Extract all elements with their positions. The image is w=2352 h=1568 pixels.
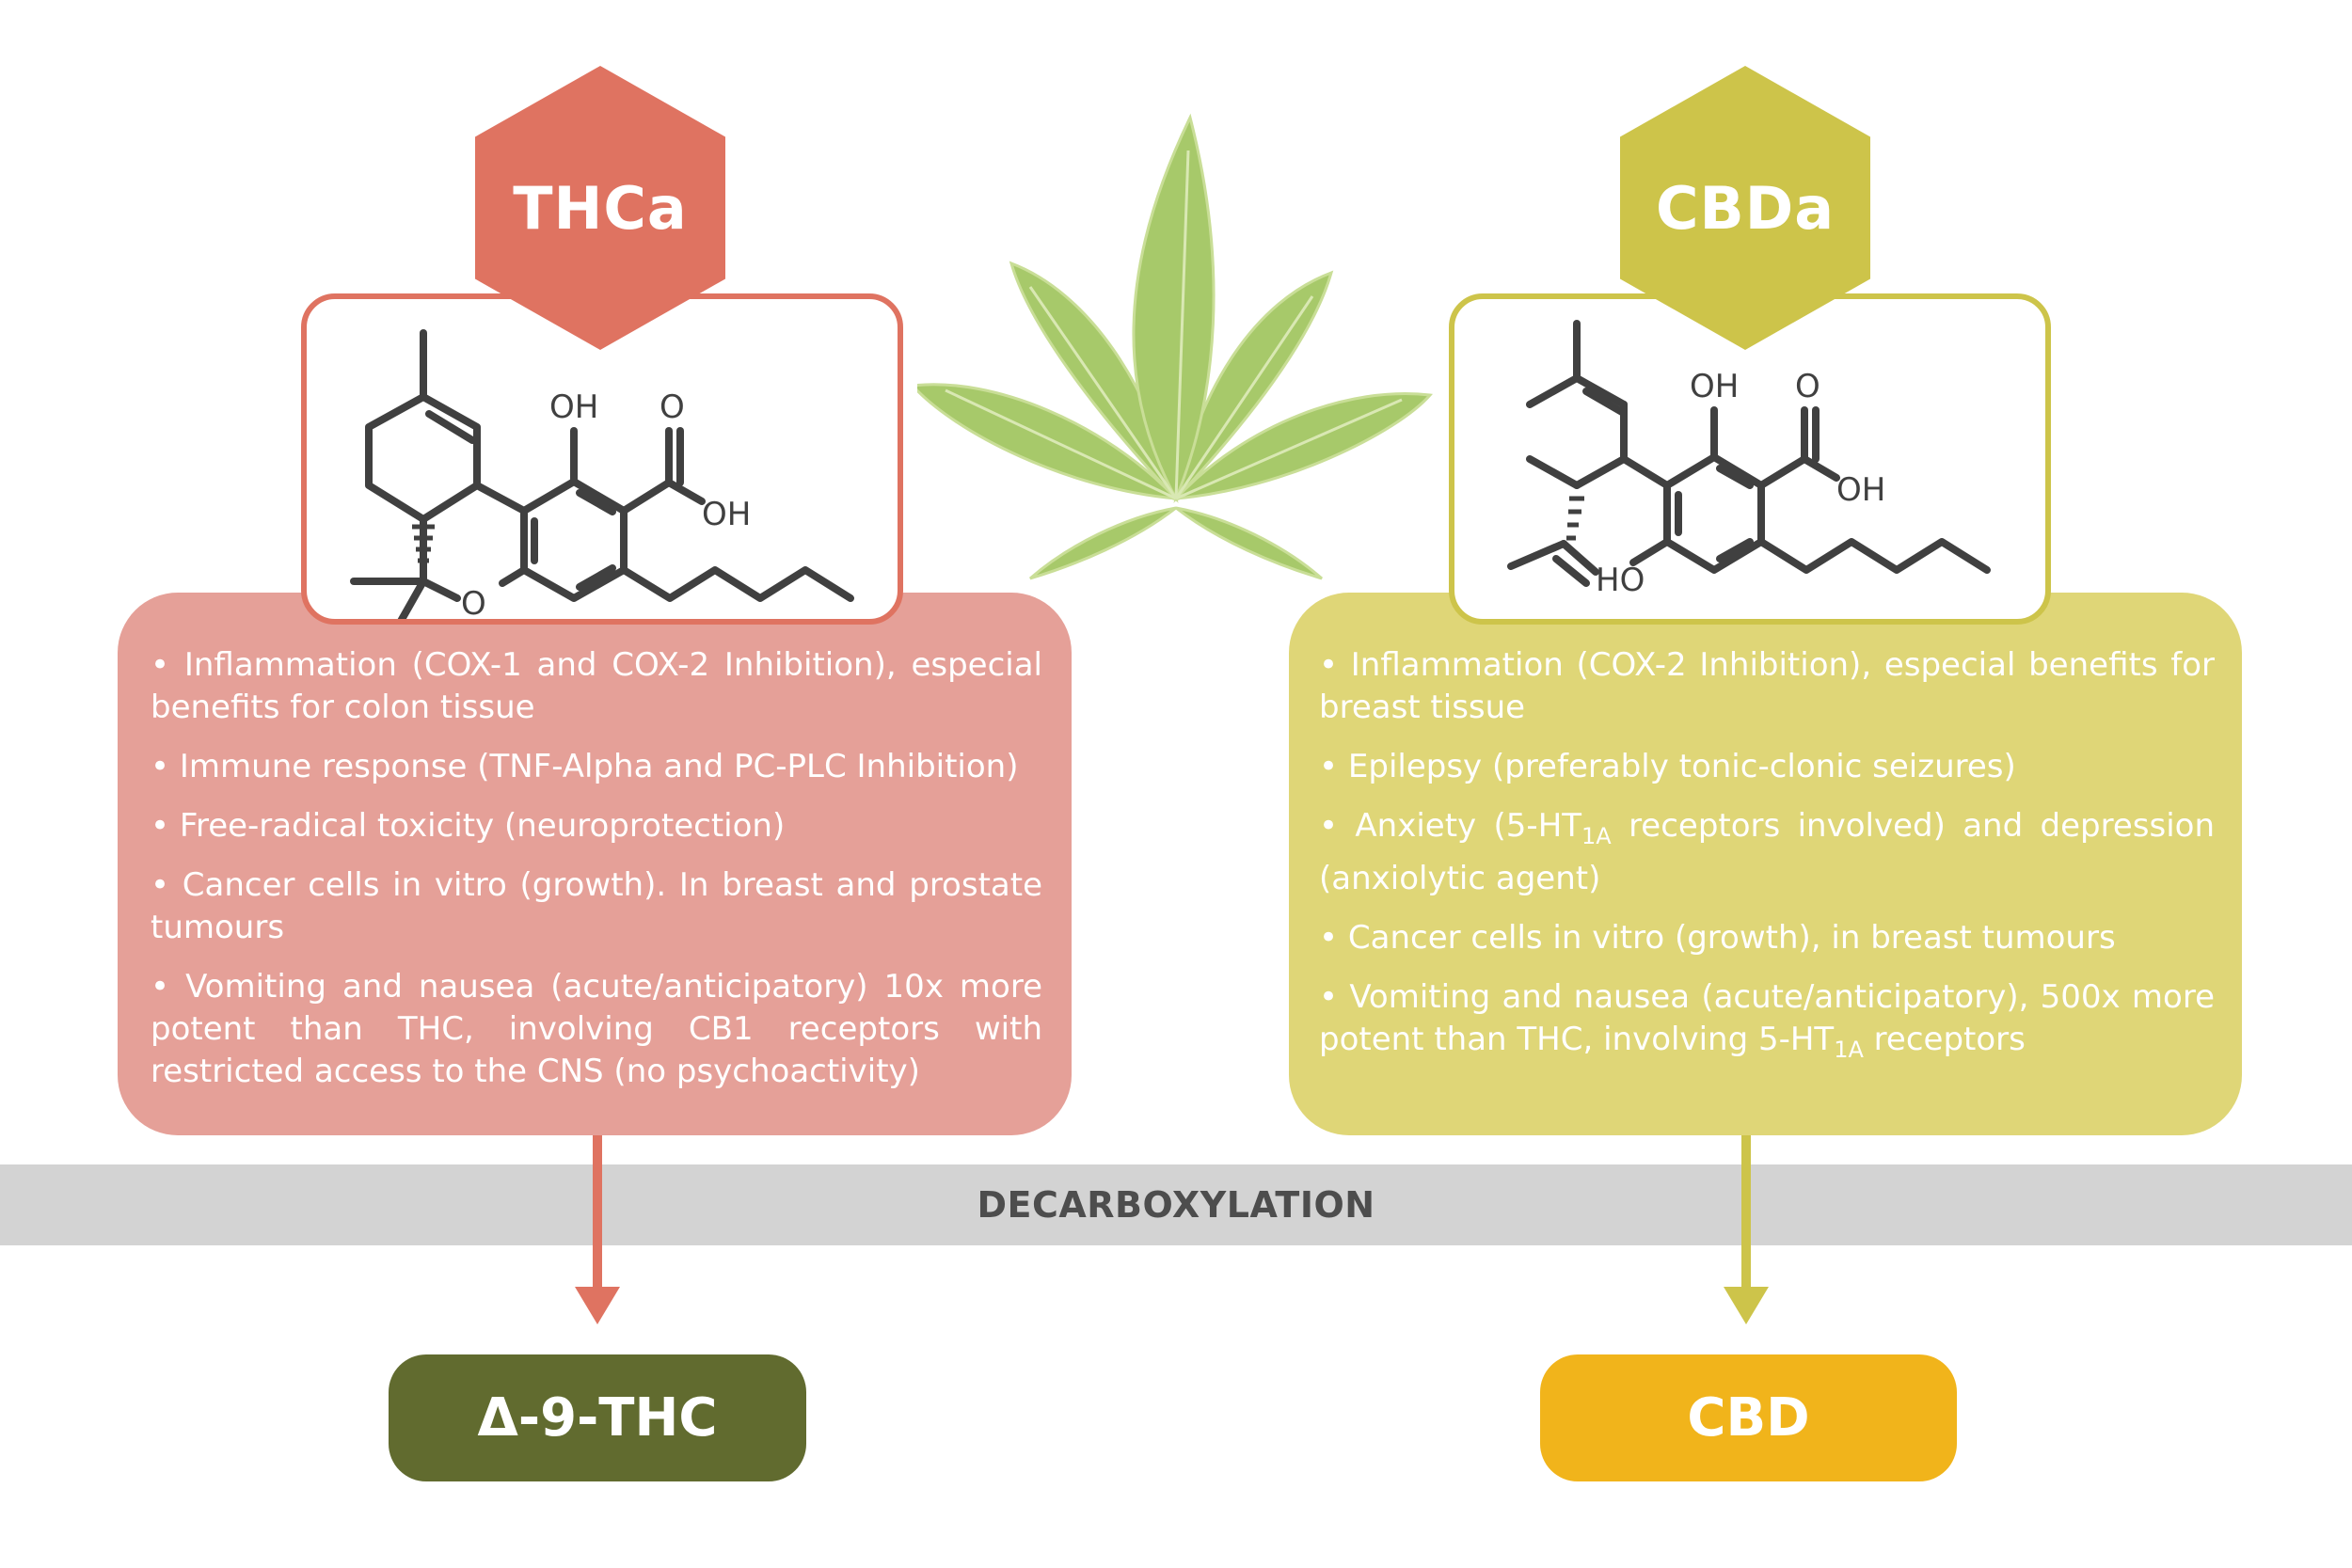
oh-label: OH bbox=[1690, 368, 1739, 405]
thc-product-badge: Δ-9-THC bbox=[389, 1354, 806, 1481]
list-item: Cancer cells in vitro (growth). In breas… bbox=[151, 864, 1042, 949]
list-item: Vomiting and nausea (acute/anticipatory)… bbox=[151, 966, 1042, 1093]
cbda-benefits-panel: Inflammation (COX-2 Inhibition), especia… bbox=[1289, 593, 2242, 1135]
list-item: Inflammation (COX-2 Inhibition), especia… bbox=[1319, 644, 2215, 729]
list-item: Immune response (TNF-Alpha and PC-PLC In… bbox=[151, 746, 1042, 788]
cbd-product-badge: CBD bbox=[1540, 1354, 1957, 1481]
ho-label: HO bbox=[1596, 562, 1645, 599]
list-item: Epilepsy (preferably tonic-clonic seizur… bbox=[1319, 746, 2215, 788]
oxo-label: O bbox=[660, 388, 685, 426]
oh-acid-label: OH bbox=[1836, 471, 1885, 509]
thca-benefits-list: Inflammation (COX-1 and COX-2 Inhibition… bbox=[151, 644, 1042, 1110]
thca-molecule-icon: OH O OH O bbox=[350, 329, 854, 641]
arrow-down-icon bbox=[1724, 1133, 1769, 1324]
decarboxylation-label: DECARBOXYLATION bbox=[977, 1184, 1375, 1226]
cbda-molecule-box: OH O OH HO bbox=[1449, 293, 2051, 625]
thca-title: THCa bbox=[513, 173, 688, 243]
thc-product-label: Δ-9-THC bbox=[477, 1387, 718, 1449]
list-item: Anxiety (5-HT1A receptors involved) and … bbox=[1319, 805, 2215, 900]
cannabis-leaf-icon bbox=[917, 113, 1434, 580]
list-item: Free-radical toxicity (neuroprotection) bbox=[151, 805, 1042, 847]
thca-benefits-panel: Inflammation (COX-1 and COX-2 Inhibition… bbox=[118, 593, 1072, 1135]
cbd-product-label: CBD bbox=[1687, 1387, 1810, 1449]
list-item: Vomiting and nausea (acute/anticipatory)… bbox=[1319, 976, 2215, 1071]
oxo-label: O bbox=[1795, 368, 1820, 405]
list-item: Cancer cells in vitro (growth), in breas… bbox=[1319, 917, 2215, 959]
oh-label: OH bbox=[549, 388, 598, 426]
ring-oxygen-label: O bbox=[461, 585, 486, 619]
list-item: Inflammation (COX-1 and COX-2 Inhibition… bbox=[151, 644, 1042, 729]
cbda-benefits-list: Inflammation (COX-2 Inhibition), especia… bbox=[1319, 644, 2215, 1088]
decarboxylation-band bbox=[0, 1164, 2352, 1245]
oh-acid-label: OH bbox=[702, 496, 751, 533]
arrow-down-icon bbox=[575, 1133, 620, 1324]
cbda-title: CBDa bbox=[1655, 173, 1836, 243]
cbda-molecule-icon: OH O OH HO bbox=[1507, 320, 1991, 599]
cbda-hexagon: CBDa bbox=[1620, 66, 1870, 350]
